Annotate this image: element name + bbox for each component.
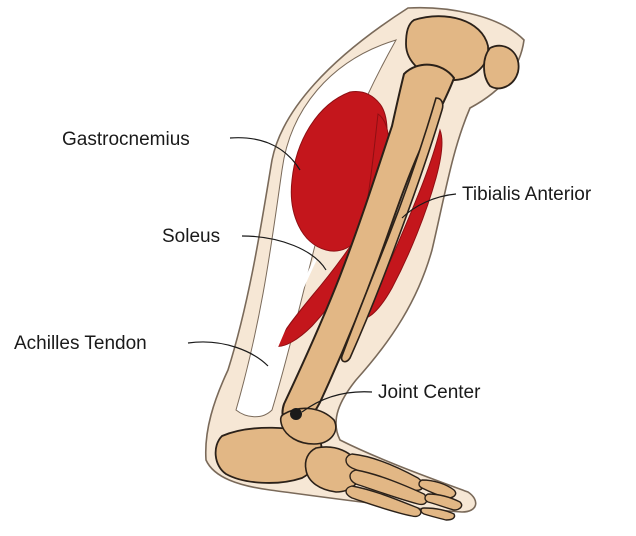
soleus-label: Soleus — [162, 226, 220, 247]
metatarsal-bones — [346, 454, 427, 516]
achilles-tendon-label: Achilles Tendon — [14, 333, 147, 354]
patella — [484, 46, 519, 89]
gastrocnemius-label: Gastrocnemius — [62, 129, 190, 150]
tibialis-anterior-label: Tibialis Anterior — [462, 184, 592, 205]
joint-center-marker — [290, 408, 302, 420]
joint-center-label: Joint Center — [378, 382, 481, 403]
phalanges-bones — [419, 480, 462, 520]
